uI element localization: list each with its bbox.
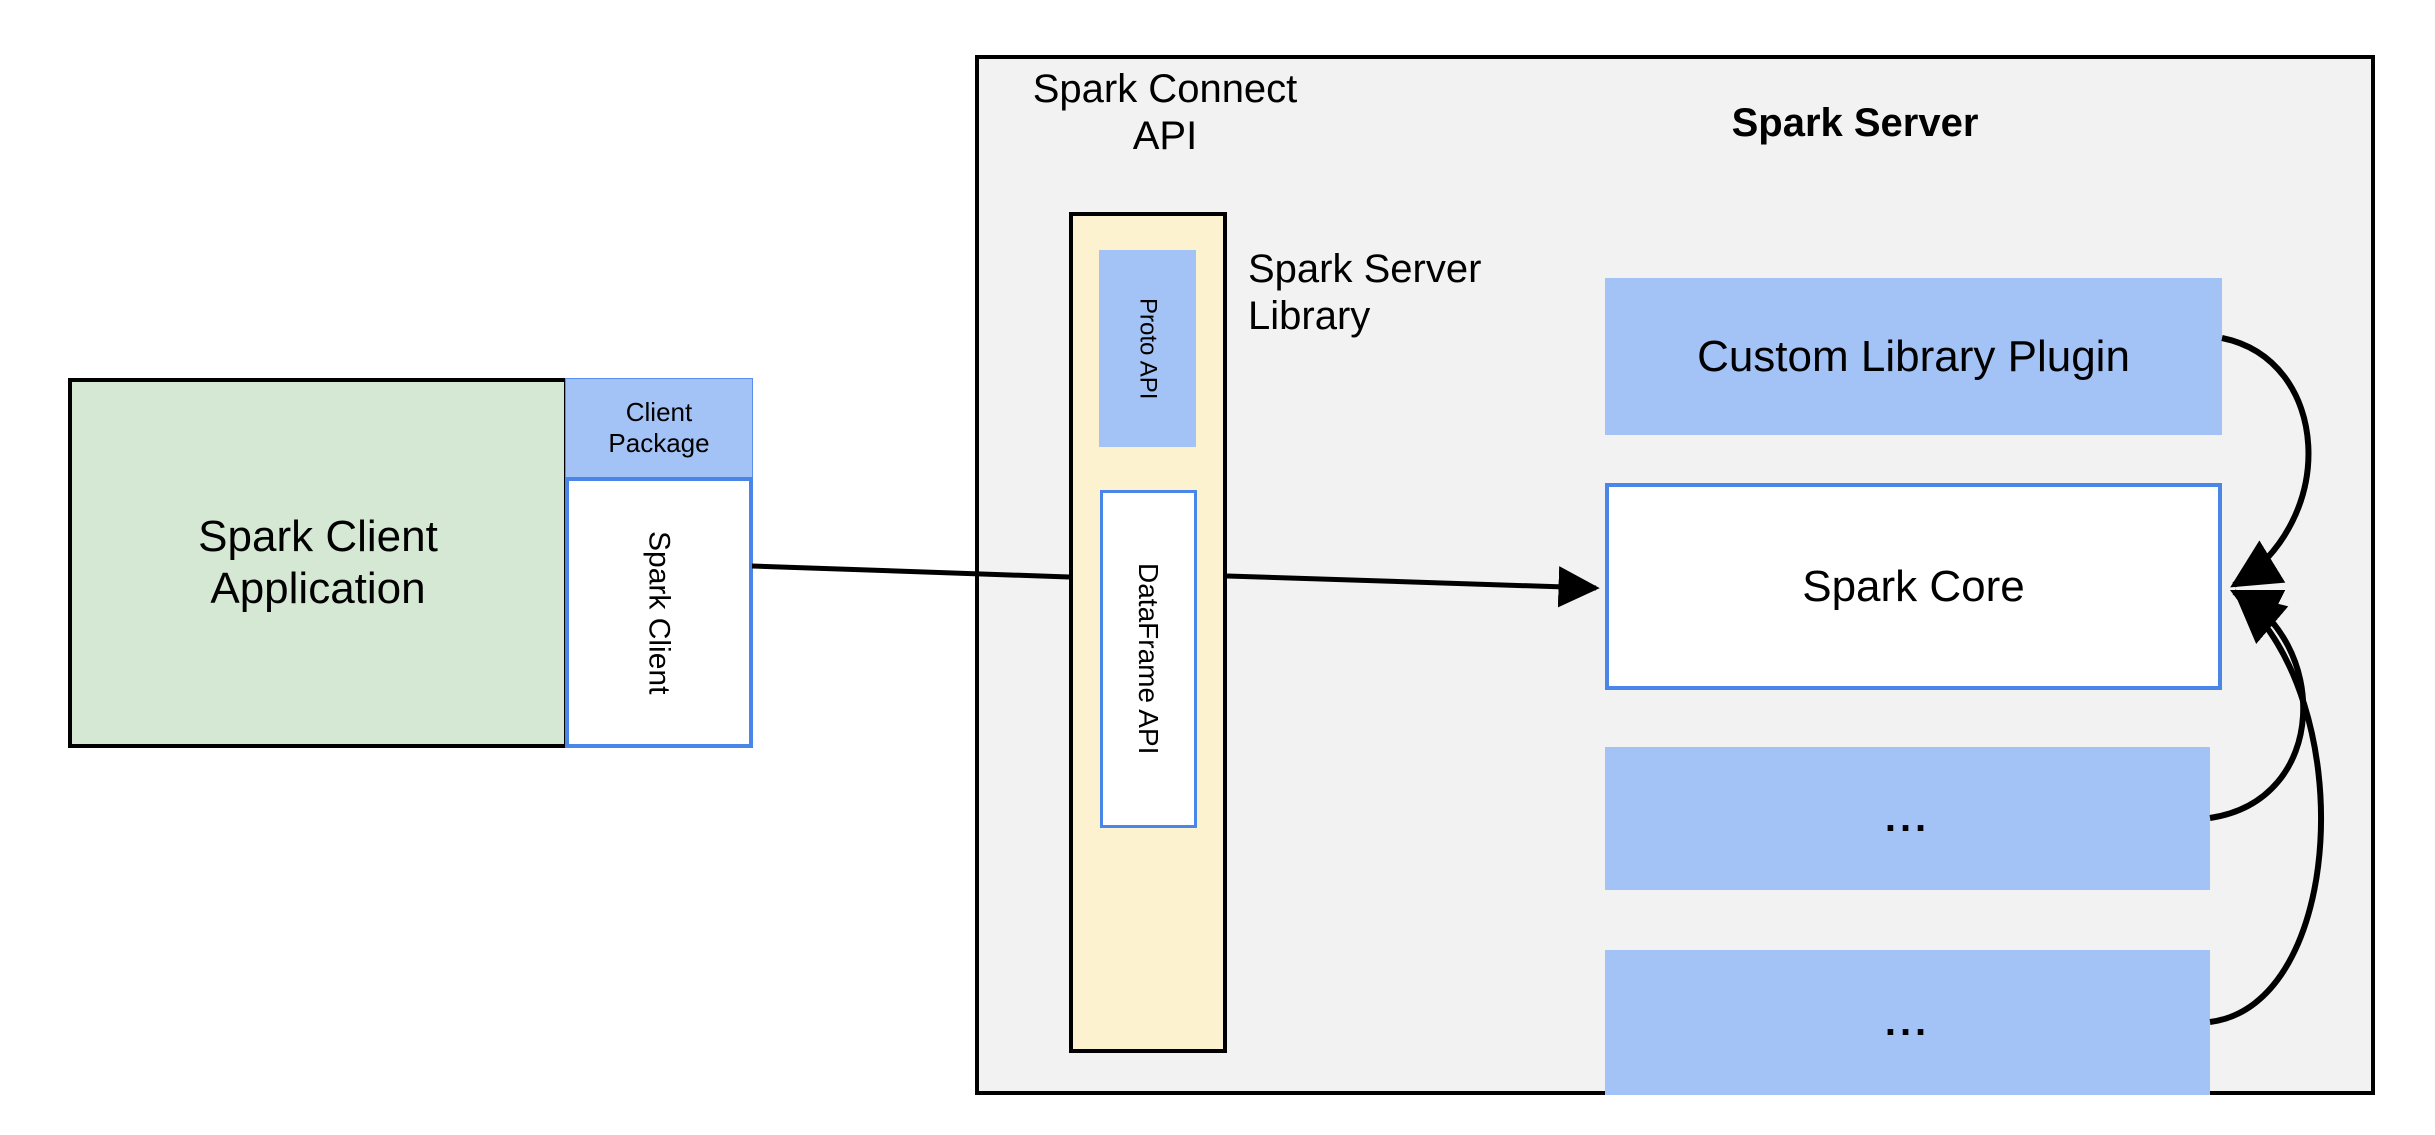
custom-library-plugin-box[interactable]: Custom Library Plugin — [1605, 278, 2222, 435]
server-component-ellipsis-1[interactable]: ... — [1605, 747, 2210, 890]
proto-api-box[interactable]: Proto API — [1099, 250, 1196, 447]
spark-client-box[interactable]: Spark Client — [565, 477, 753, 748]
spark-core-box[interactable]: Spark Core — [1605, 483, 2222, 690]
spark-client-application-box[interactable]: Spark Client Application — [68, 378, 568, 748]
spark-connect-api-label: Spark Connect API — [1032, 67, 1298, 159]
dataframe-api-box[interactable]: DataFrame API — [1100, 490, 1197, 828]
server-component-ellipsis-2[interactable]: ... — [1605, 950, 2210, 1095]
spark-client-label: Spark Client — [642, 530, 676, 695]
spark-server-library-label: Spark Server Library — [1248, 247, 1482, 339]
spark-server-title: Spark Server — [1731, 101, 1979, 146]
proto-api-label: Proto API — [1134, 297, 1162, 400]
client-package-box[interactable]: Client Package — [565, 378, 753, 478]
dataframe-api-label: DataFrame API — [1133, 563, 1165, 755]
